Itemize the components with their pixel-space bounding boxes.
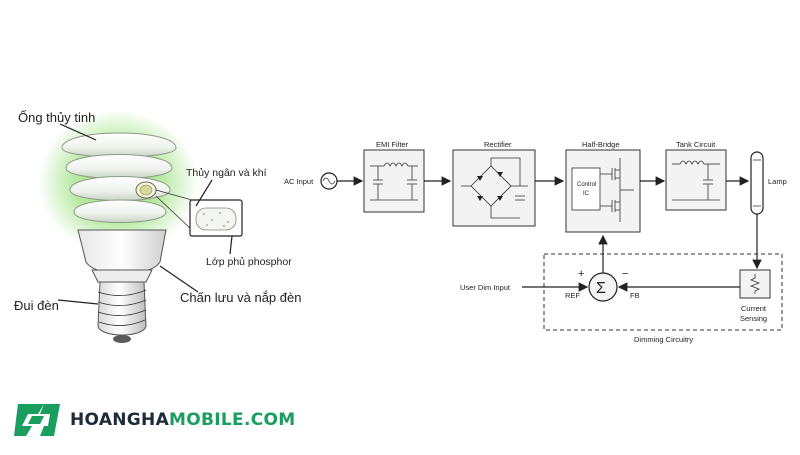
brand-logo-icon (14, 404, 60, 436)
leader-phosphor (229, 235, 233, 255)
leader-base (57, 299, 99, 305)
circuit-block-diagram: AC Input EMI Filter Rectifier Half-Bridg… (284, 140, 787, 344)
brand-logo-part2: MOBILE.COM (169, 410, 296, 430)
label-dimming-circuitry: Dimming Circuitry (634, 335, 693, 344)
label-fb: FB (630, 291, 640, 300)
screw-base (97, 281, 147, 343)
label-half-bridge: Half-Bridge (582, 140, 620, 149)
tank-lc-icon (672, 160, 720, 201)
dimming-circuitry-region (543, 253, 783, 331)
brand-logo: HOANGHAMOBILE.COM (14, 398, 295, 442)
plus-sign: + (578, 268, 584, 280)
label-ref: REF (565, 291, 580, 300)
brand-logo-part1: HOANGHA (70, 410, 170, 430)
magnified-tube-inset (155, 189, 243, 237)
label-control-ic-1: Control (577, 182, 596, 188)
label-current-sensing-2: Sensing (740, 314, 767, 323)
leader-ballast (159, 265, 199, 293)
leader-mercury-gas (195, 179, 213, 207)
emi-inductor-icon (370, 162, 418, 201)
label-emi-filter: EMI Filter (376, 140, 409, 149)
label-rectifier: Rectifier (484, 140, 512, 149)
diode-bridge-icon (461, 157, 528, 219)
label-base: Đui đèn (14, 298, 59, 313)
minus-sign: − (622, 268, 628, 280)
label-current-sensing-1: Current (741, 304, 767, 313)
tube-cutaway (135, 181, 157, 199)
tank-circuit-block (665, 149, 727, 211)
rectifier-block (452, 149, 536, 227)
emi-filter-block (363, 149, 425, 213)
label-glass-tube: Ống thủy tinh (18, 110, 95, 125)
label-control-ic-2: IC (583, 191, 590, 197)
brand-logo-text: HOANGHAMOBILE.COM (70, 410, 295, 430)
mosfet-switches-icon (600, 158, 634, 222)
sigma-symbol: Σ (596, 280, 606, 297)
label-ac-input: AC Input (284, 177, 314, 186)
label-mercury-gas: Thủy ngân và khí (186, 167, 267, 179)
label-user-dim-input: User Dim Input (460, 283, 511, 292)
label-tank-circuit: Tank Circuit (676, 140, 716, 149)
bulb-neck (91, 269, 153, 283)
resistor-icon (749, 274, 761, 294)
cfl-bulb-illustration (38, 110, 243, 343)
lamp-tube-icon (750, 151, 764, 215)
label-ballast-cap: Chấn lưu và nắp đèn (180, 290, 301, 305)
ballast-cap (77, 229, 167, 275)
label-lamp: Lamp (768, 177, 787, 186)
label-phosphor: Lớp phủ phosphor (206, 256, 292, 268)
control-ic-block (571, 167, 601, 211)
leader-glass-tube (59, 123, 97, 141)
